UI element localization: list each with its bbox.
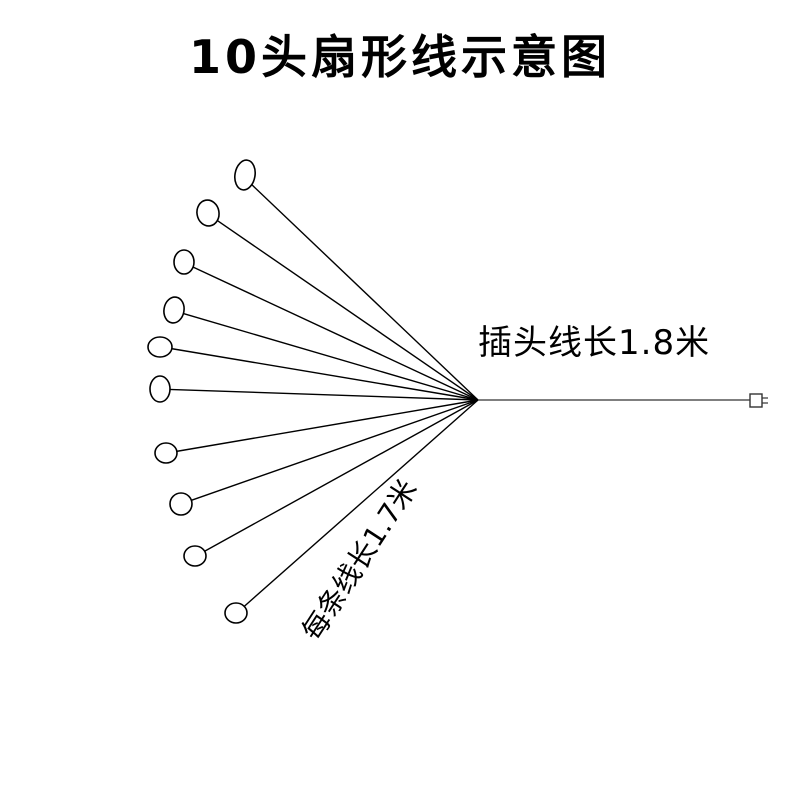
- plug-icon: [749, 393, 768, 408]
- bulb-head: [154, 442, 178, 464]
- plug-cable-length-label: 插头线长1.8米: [478, 323, 711, 363]
- bulb-head: [163, 296, 185, 324]
- bulb-head: [169, 492, 193, 516]
- fan-wire: [190, 399, 479, 502]
- bulb-head: [196, 199, 220, 227]
- fan-wire: [175, 399, 479, 453]
- fan-wire: [242, 399, 479, 608]
- fan-wires: [168, 183, 479, 608]
- fan-wire: [168, 388, 479, 401]
- bulb-head: [183, 545, 207, 567]
- bulb-head: [147, 336, 173, 358]
- fan-wire: [215, 219, 479, 401]
- bulb-heads: [147, 159, 256, 624]
- bulb-head: [224, 602, 248, 624]
- fan-wire: [191, 265, 479, 401]
- bulb-head: [234, 159, 256, 191]
- diagram-title: 10头扇形线示意图: [188, 30, 611, 84]
- fan-wire: [251, 183, 479, 401]
- fan-wire: [203, 399, 479, 553]
- fan-wire: [170, 347, 479, 401]
- bulb-head: [173, 249, 195, 275]
- bulb-head: [149, 375, 171, 403]
- fan-wire: [182, 312, 479, 401]
